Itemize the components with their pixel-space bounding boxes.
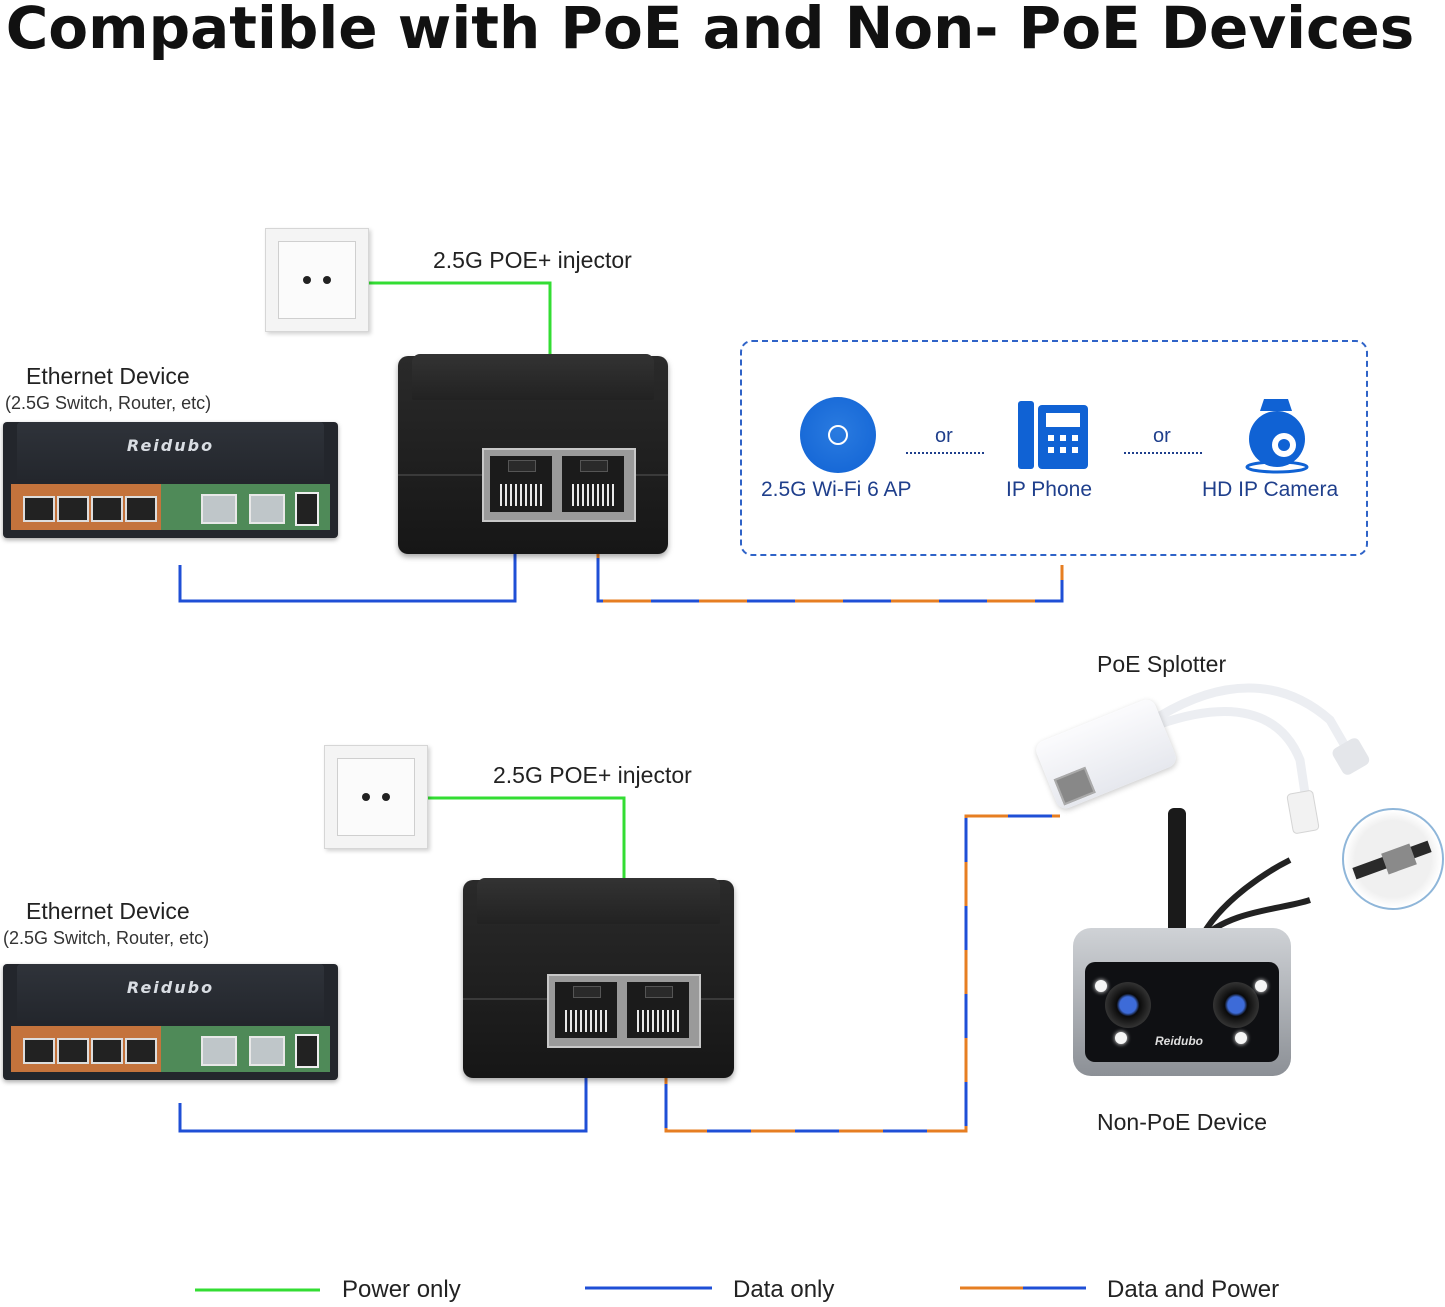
non-poe-device-label: Non-PoE Device	[1097, 1109, 1268, 1135]
poe-device-label-ap: 2.5G Wi-Fi 6 AP	[761, 478, 912, 501]
non-poe-camera: Reidubo	[1073, 928, 1291, 1076]
bottom-power-wire	[394, 796, 626, 880]
outlet-hole	[323, 276, 331, 284]
poe-device-label-phone: IP Phone	[1006, 478, 1093, 501]
top-poe-injector	[398, 354, 668, 554]
data-in-port	[490, 456, 552, 512]
legend-data-and-power: Data and Power	[1107, 1276, 1280, 1303]
top-ethernet-switch: Reidubo	[3, 422, 338, 538]
bottom-ethernet-switch: Reidubo	[3, 964, 338, 1080]
camera-brand: Reidubo	[1155, 1034, 1203, 1048]
switch-brand: Reidubo	[126, 436, 215, 455]
bottom-ethernet-device-sublabel: (2.5G Switch, Router, etc)	[3, 928, 210, 948]
bottom-data-wire	[178, 1040, 588, 1133]
bottom-injector-label: 2.5G POE+ injector	[493, 762, 692, 788]
ip-camera-icon	[1245, 399, 1309, 474]
data-in-port	[555, 982, 617, 1038]
outlet-hole	[303, 276, 311, 284]
wall-outlet-top	[265, 228, 369, 332]
switch-brand: Reidubo	[126, 978, 215, 997]
legend-power-only: Power only	[342, 1276, 461, 1303]
poe-out-port	[562, 456, 624, 512]
connector-detail-inset	[1342, 808, 1444, 910]
top-ethernet-device-label: Ethernet Device	[26, 363, 190, 389]
or-label-1: or	[935, 425, 953, 447]
camera-lens	[1105, 982, 1151, 1028]
page-title: Compatible with PoE and Non- PoE Devices	[5, 0, 1415, 62]
bottom-poe-injector	[463, 878, 734, 1078]
poe-device-label-camera: HD IP Camera	[1202, 478, 1339, 501]
injector-ports	[482, 448, 636, 522]
ip-phone-icon	[1018, 401, 1088, 469]
outlet-hole	[382, 793, 390, 801]
bottom-ethernet-device-label: Ethernet Device	[26, 898, 190, 924]
wifi-access-point-icon	[800, 397, 876, 473]
or-separator-1	[906, 452, 984, 454]
or-label-2: or	[1153, 425, 1171, 447]
injector-ports	[547, 974, 701, 1048]
outlet-hole	[362, 793, 370, 801]
camera-antenna	[1168, 808, 1186, 936]
camera-lens	[1213, 982, 1259, 1028]
poe-out-port	[627, 982, 689, 1038]
top-data-wire	[178, 510, 517, 603]
poe-devices-group	[740, 340, 1368, 556]
splitter-cables	[1155, 683, 1370, 834]
legend-data-only: Data only	[733, 1276, 835, 1303]
top-power-wire	[338, 281, 552, 355]
top-injector-label: 2.5G POE+ injector	[433, 247, 632, 273]
top-ethernet-device-sublabel: (2.5G Switch, Router, etc)	[5, 393, 212, 413]
wall-outlet-bottom	[324, 745, 428, 849]
or-separator-2	[1124, 452, 1202, 454]
poe-splitter-label: PoE Splotter	[1097, 651, 1227, 677]
